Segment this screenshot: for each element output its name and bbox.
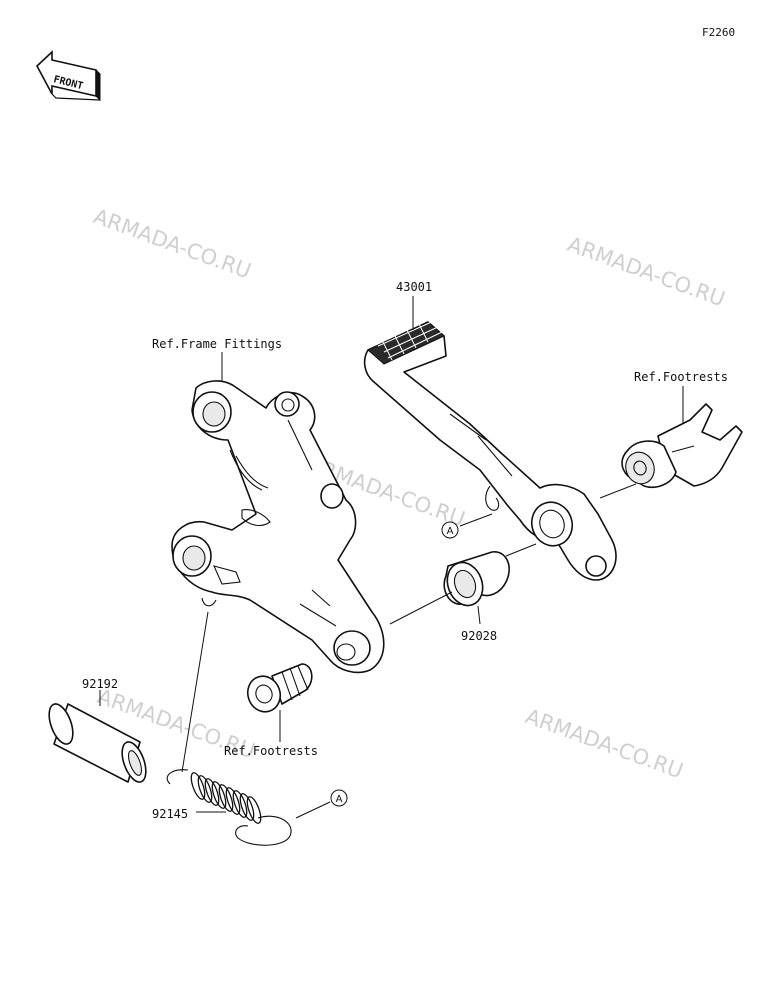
pedal-grip-pattern [377, 319, 443, 361]
figure-code: F2260 [702, 26, 735, 39]
frame-bracket [171, 380, 385, 674]
spring-92145 [166, 769, 292, 846]
shift-pedal [363, 319, 617, 581]
footrest-pivot-fitting [621, 403, 743, 488]
watermark-1: ARMADA-CO.RU [90, 204, 254, 283]
label-ref-footrests-upper: Ref.Footrests [634, 370, 728, 384]
front-arrow-icon: FRONT [36, 50, 101, 102]
label-ref-frame-fittings: Ref.Frame Fittings [152, 337, 282, 351]
sleeve-92192 [48, 703, 147, 783]
label-92028: 92028 [461, 629, 497, 643]
connector-a-upper-label: A [447, 526, 454, 537]
connector-a-upper: A [441, 521, 459, 539]
pivot-bolt [246, 663, 313, 713]
label-92192: 92192 [82, 677, 118, 691]
label-43001: 43001 [396, 280, 432, 294]
leader-lines [99, 296, 684, 819]
watermark-2: ARMADA-CO.RU [564, 232, 728, 311]
label-ref-footrests-lower: Ref.Footrests [224, 744, 318, 758]
watermark-5: ARMADA-CO.RU [522, 704, 686, 783]
label-92145: 92145 [152, 807, 188, 821]
connector-a-lower: A [330, 789, 348, 807]
connector-a-lower-label: A [336, 794, 343, 805]
collar-92028 [443, 551, 510, 607]
